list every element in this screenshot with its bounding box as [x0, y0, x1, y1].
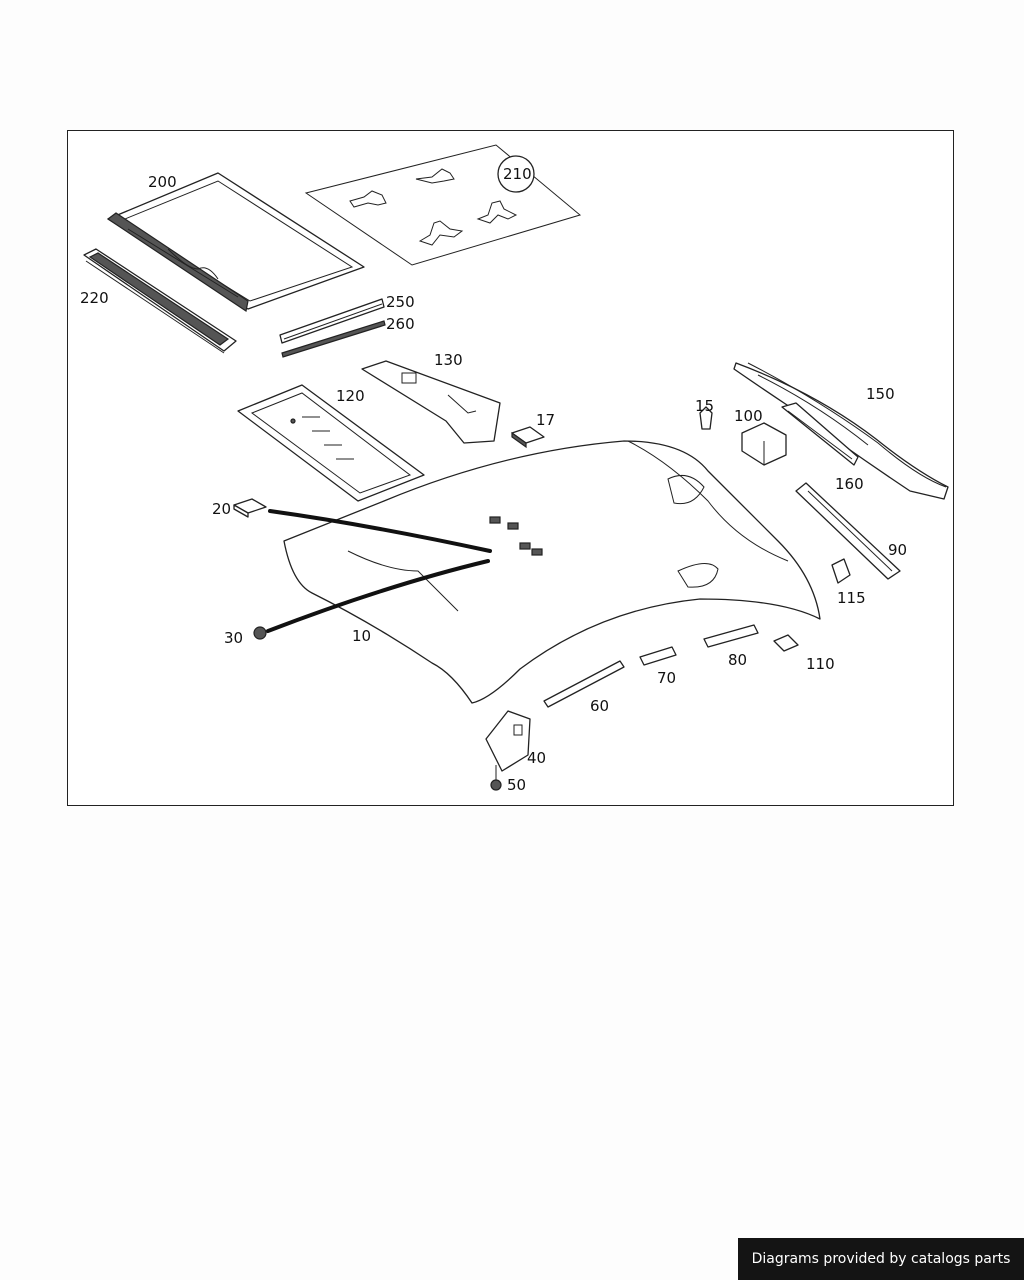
part-15-clip: [699, 406, 713, 430]
part-90-vent-strip: [795, 482, 901, 580]
parts-diagram-frame: 200 210 220 250 260 130 120 17 15 100 150 160 90 115 2…: [67, 130, 954, 806]
part-10-headliner: [283, 440, 821, 704]
part-115-pad: [831, 558, 851, 584]
part-40-bracket: [485, 710, 531, 772]
part-100-block: [741, 422, 787, 466]
callout-label-70: 70: [657, 669, 676, 687]
callout-label-17: 17: [536, 411, 555, 429]
callout-label-130: 130: [434, 351, 463, 369]
callout-label-40: 40: [527, 749, 546, 767]
callout-label-90: 90: [888, 541, 907, 559]
headliner-exploded-diagram: [83, 144, 949, 791]
part-250-seal: [279, 298, 385, 344]
callout-label-15: 15: [695, 397, 714, 415]
callout-label-50: 50: [507, 776, 526, 794]
part-110-pad: [773, 634, 799, 652]
callout-label-20: 20: [212, 500, 231, 518]
part-130-side-trim: [361, 360, 501, 444]
part-120-lining-panel: [237, 384, 425, 502]
callout-label-115: 115: [837, 589, 866, 607]
callout-label-250: 250: [386, 293, 415, 311]
part-60-strip: [543, 660, 625, 708]
part-220-front-trim: [83, 248, 237, 354]
part-200-sunroof-frame: [106, 172, 365, 312]
callout-circle-210: [497, 155, 535, 193]
callout-label-260: 260: [386, 315, 415, 333]
callout-label-80: 80: [728, 651, 747, 669]
callout-label-100: 100: [734, 407, 763, 425]
callout-label-110: 110: [806, 655, 835, 673]
part-30-retaining-strap: [253, 509, 492, 640]
callout-label-220: 220: [80, 289, 109, 307]
part-260-seal: [281, 320, 386, 358]
part-160-strip: [781, 402, 859, 466]
callout-label-30: 30: [224, 629, 243, 647]
callout-labels: 200 210 220 250 260 130 120 17 15 100 150 160 90 115 2…: [80, 165, 907, 794]
callout-label-210: 210: [503, 165, 532, 183]
callout-label-200: 200: [148, 173, 177, 191]
callout-label-150: 150: [866, 385, 895, 403]
part-50-screw: [490, 765, 502, 791]
callout-label-160: 160: [835, 475, 864, 493]
part-150-rear-trim: [733, 362, 949, 500]
part-17-pad: [511, 426, 545, 449]
callout-label-60: 60: [590, 697, 609, 715]
part-20-pad: [233, 498, 267, 518]
part-80-strip: [703, 624, 759, 648]
callout-label-10: 10: [352, 627, 371, 645]
part-210-bracket-set: [304, 144, 582, 266]
credit-badge: Diagrams provided by catalogs parts: [738, 1238, 1024, 1280]
part-70-strip: [639, 646, 677, 666]
callout-label-120: 120: [336, 387, 365, 405]
